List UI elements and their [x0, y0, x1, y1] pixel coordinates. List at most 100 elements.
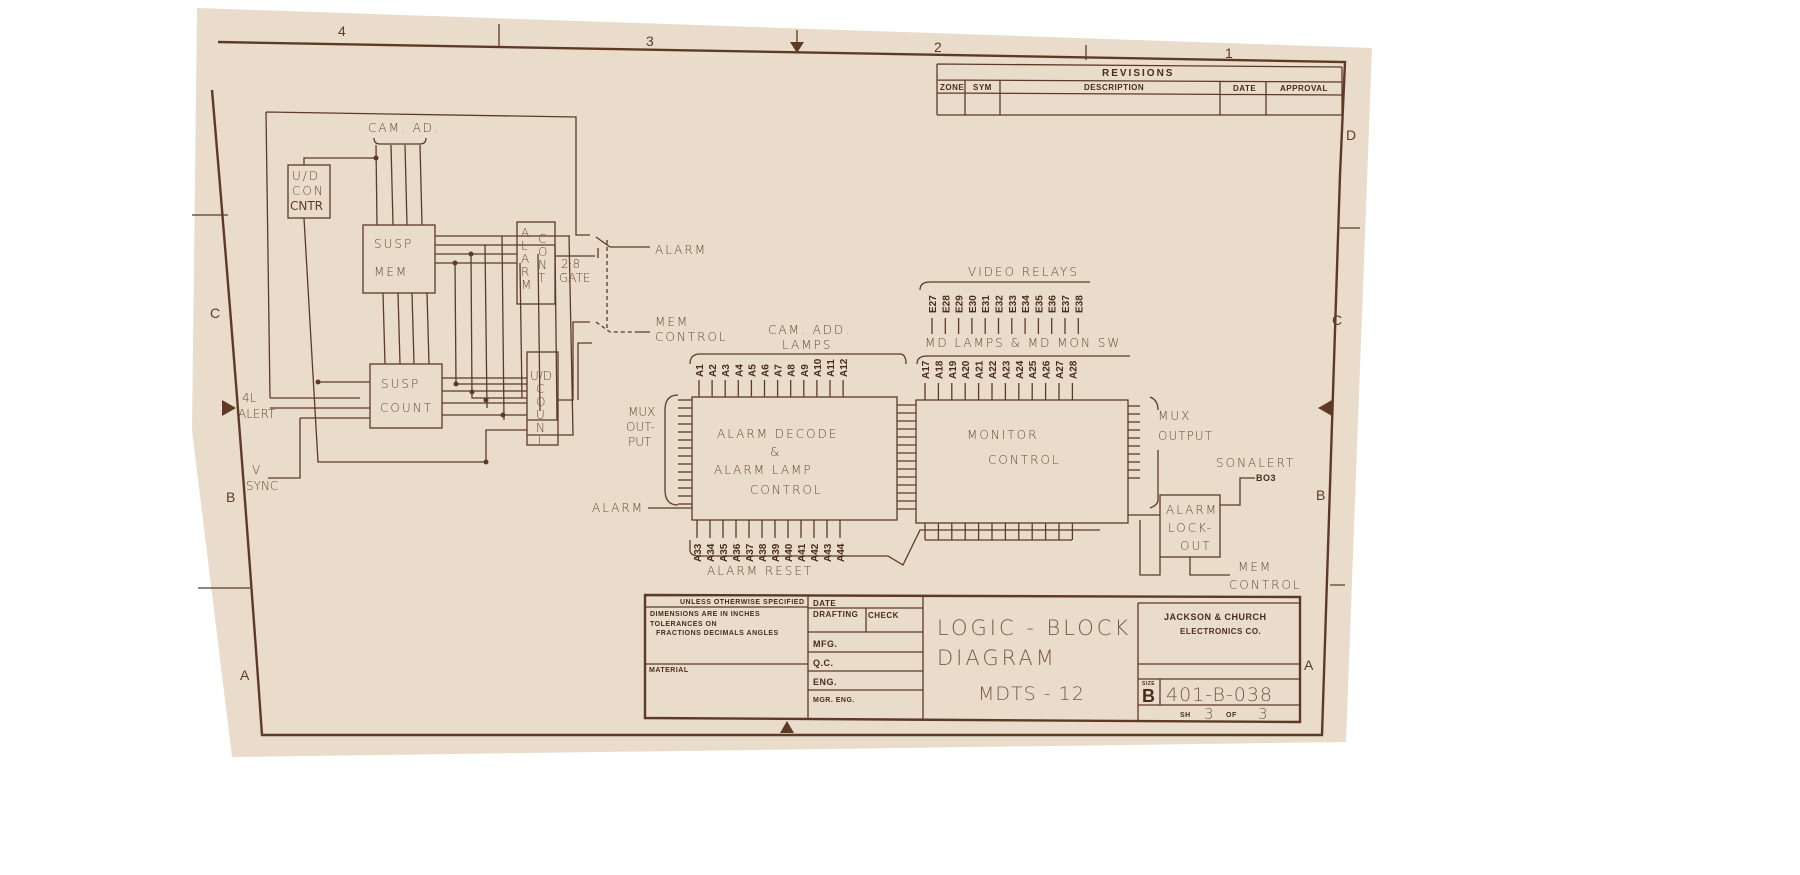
- check-label: CHECK: [868, 611, 899, 620]
- video-relay-pin-label: E36: [1048, 295, 1059, 313]
- drawing-title: DIAGRAM: [937, 646, 1057, 670]
- mux-output-left-label: OUT-: [626, 420, 655, 434]
- cam-add-lamp-pin-label: A4: [734, 364, 745, 377]
- zone-label-right: A: [1304, 657, 1314, 673]
- mem-control-label: MEM: [655, 315, 689, 329]
- cam-ad-label: CAM. AD.: [368, 121, 440, 135]
- md-lamp-pin-label: A19: [948, 360, 959, 379]
- fractions-label: FRACTIONS DECIMALS ANGLES: [656, 630, 779, 637]
- alarm-decode-label: ALARM LAMP: [714, 463, 813, 477]
- mem-control-output-label: CONTROL: [1229, 578, 1302, 592]
- cam-add-lamp-pin-label: A6: [761, 364, 772, 377]
- cam-add-lamp-pin-label: A11: [826, 359, 837, 377]
- md-lamp-pin-label: A25: [1028, 360, 1039, 379]
- ud-count-label: O: [536, 395, 547, 409]
- alarm-reset-pin-label: A37: [745, 543, 756, 562]
- md-lamp-pin-label: A23: [1001, 360, 1012, 379]
- mux-output-right-label: OUTPUT: [1158, 429, 1213, 443]
- mux-output-left-label: MUX: [628, 405, 655, 419]
- alarm-decode-label: CONTROL: [750, 483, 823, 497]
- alarm-cont-letter: M: [521, 278, 533, 292]
- susp-mem-label: SUSP: [374, 237, 413, 251]
- revisions-column: DESCRIPTION: [1084, 83, 1144, 92]
- susp-count-block: [369, 363, 443, 429]
- md-lamp-pin-label: A22: [988, 360, 999, 379]
- alarm-lockout-label: OUT: [1180, 539, 1212, 553]
- zone-divider-right: [1330, 227, 1360, 586]
- ud-con-cntr-label: CON: [292, 184, 325, 198]
- mem-control-output-label: MEM: [1238, 560, 1272, 574]
- drawing-number-title: MDTS - 12: [978, 683, 1085, 705]
- drawing-number: 401-B-038: [1166, 684, 1273, 706]
- company-name: JACKSON & CHURCH: [1164, 612, 1267, 622]
- alert-input-label: ALERT: [238, 407, 276, 421]
- alarm-reset-pin-label: A35: [719, 543, 730, 562]
- alarm-cont-label: A L A R M C O N T: [521, 226, 549, 292]
- video-relay-pin-label: E31: [981, 295, 992, 313]
- drafting-label: DRAFTING: [813, 610, 858, 619]
- mem-control-label: CONTROL: [655, 330, 728, 344]
- alarm-reset-pin-label: A33: [693, 543, 704, 562]
- vsync-input-label: SYNC: [246, 479, 278, 493]
- zone-label-top: 2: [934, 39, 942, 55]
- alarm-cont-letter: N: [538, 258, 549, 272]
- revisions-title: REVISIONS: [1102, 68, 1174, 79]
- size-label: SIZE: [1142, 681, 1155, 687]
- susp-mem-label: MEM: [374, 265, 408, 279]
- ud-count-label: N: [536, 421, 547, 435]
- revisions-column: ZONE: [940, 83, 964, 92]
- alarm-switch: [595, 236, 635, 258]
- susp-count-label: SUSP: [381, 377, 420, 391]
- company-name: ELECTRONICS CO.: [1180, 627, 1261, 636]
- alarm-reset-pin-label: A34: [706, 543, 717, 562]
- video-relay-pin-label: E34: [1021, 295, 1032, 313]
- center-mark-bottom: [780, 721, 794, 733]
- revisions-column: APPROVAL: [1280, 84, 1328, 93]
- paper-sheet: [192, 8, 1372, 757]
- drawing-border: [210, 40, 1347, 737]
- zone-label-left: B: [226, 489, 235, 505]
- center-mark-left: [222, 400, 236, 416]
- ud-count-block: [526, 351, 559, 446]
- zone-divider-left: [192, 214, 250, 589]
- ud-con-cntr-label: CNTR: [290, 199, 323, 213]
- tolerances-label: TOLERANCES ON: [650, 621, 717, 628]
- md-lamp-pin-label: A17: [921, 360, 932, 379]
- md-lamp-pin-label: A20: [961, 360, 972, 379]
- video-relays-label: VIDEO RELAYS: [968, 265, 1079, 279]
- date-label: DATE: [813, 599, 836, 608]
- alarm-reset-pin-label: A39: [771, 543, 782, 562]
- sheet-number: 3: [1204, 705, 1217, 723]
- alarm-output-label: ALARM: [655, 243, 707, 257]
- alarm-cont-letter: R: [521, 265, 531, 279]
- alarm-reset-pin-label: A41: [797, 543, 808, 562]
- cam-add-lamp-pin-label: A3: [721, 364, 732, 377]
- alarm-reset-label: ALARM RESET: [707, 564, 813, 578]
- zone-label-right: B: [1316, 487, 1325, 503]
- zone-label-right: C: [1332, 312, 1342, 328]
- alarm-reset-pin-label: A36: [732, 543, 743, 562]
- alarm-reset-pin-label: A43: [823, 543, 834, 562]
- alarm-monitor-section: CAM. ADD. LAMPS VIDEO RELAYS MD LAMPS & …: [592, 265, 1302, 592]
- ud-con-cntr-block: [287, 164, 331, 219]
- memory-counter-section: CAM. AD. U/D CON CNTR SUSP MEM A L A R M…: [238, 111, 728, 493]
- alarm-reset-pin-label: A38: [758, 543, 769, 562]
- gate-label: 2·8: [561, 257, 580, 271]
- size-value: B: [1142, 686, 1156, 706]
- alarm-cont-letter: A: [521, 252, 531, 266]
- video-relay-pin-label: E37: [1061, 295, 1072, 313]
- gate-label: GATE: [559, 271, 591, 285]
- cam-add-lamp-pin-label: A5: [747, 364, 758, 377]
- title-block: UNLESS OTHERWISE SPECIFIED DIMENSIONS AR…: [643, 593, 1302, 724]
- alarm-cont-block: [516, 221, 556, 305]
- monitor-control-label: MONITOR: [967, 428, 1038, 442]
- center-mark-right: [1318, 400, 1332, 416]
- cam-add-lamp-pin-label: A8: [787, 364, 798, 377]
- md-lamp-pin-label: A27: [1055, 360, 1066, 379]
- md-lamp-pin-label: A18: [934, 360, 945, 379]
- sonalert-code: BO3: [1256, 473, 1276, 483]
- monitor-control-label: CONTROL: [988, 453, 1061, 467]
- cam-add-lamp-pin-label: A12: [839, 358, 850, 377]
